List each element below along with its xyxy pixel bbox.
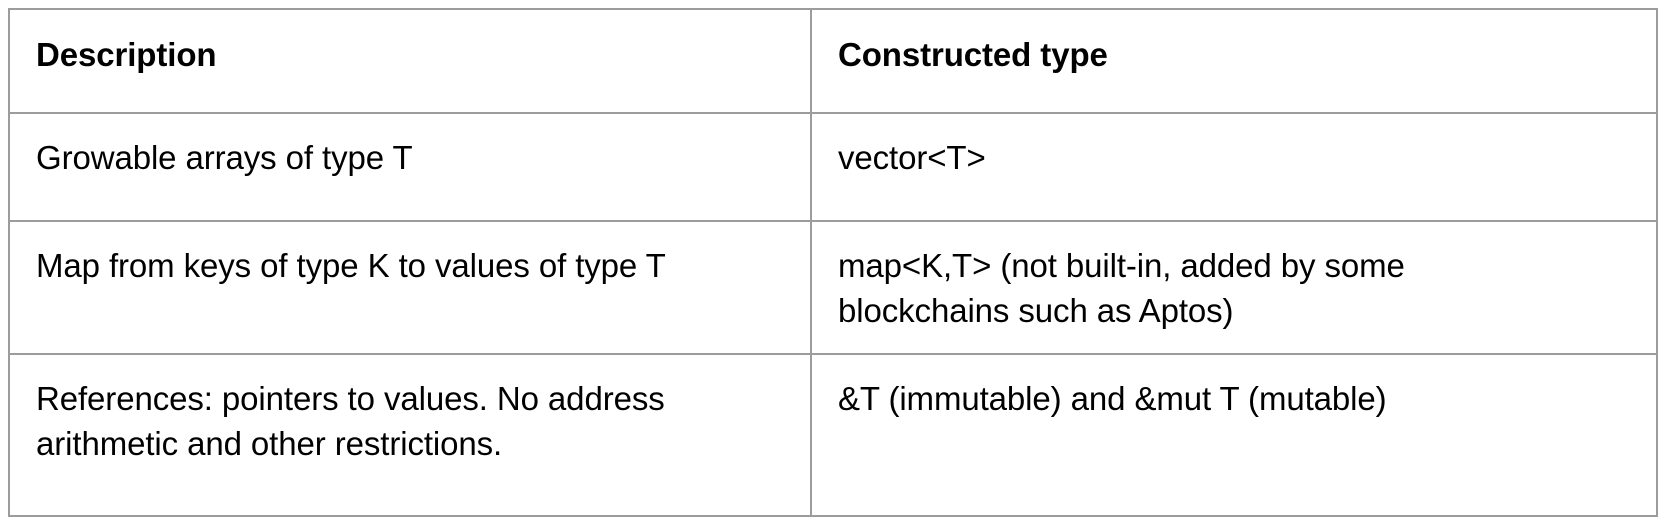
table-row: Map from keys of type K to values of typ… <box>8 220 1658 355</box>
table-row: References: pointers to values. No addre… <box>8 353 1658 517</box>
description-text-reference: References: pointers to values. No addre… <box>36 380 665 462</box>
table-body: Growable arrays of type T vector<T> Map … <box>8 112 1658 517</box>
constructed-type-text-vector: vector<T> <box>838 139 986 176</box>
column-header-description: Description <box>8 8 812 114</box>
column-header-constructed-type-label: Constructed type <box>838 36 1108 73</box>
column-header-description-label: Description <box>36 36 217 73</box>
description-text-vector: Growable arrays of type T <box>36 139 413 176</box>
cell-constructed-type-reference: &T (immutable) and &mut T (mutable) <box>810 353 1658 517</box>
column-header-constructed-type: Constructed type <box>810 8 1658 114</box>
cell-constructed-type-map: map<K,T> (not built-in, added by some bl… <box>810 220 1658 355</box>
cell-description-map: Map from keys of type K to values of typ… <box>8 220 812 355</box>
move-types-table: Description Constructed type Growable ar… <box>8 8 1658 517</box>
constructed-type-text-reference: &T (immutable) and &mut T (mutable) <box>838 380 1387 417</box>
cell-description-vector: Growable arrays of type T <box>8 112 812 222</box>
cell-constructed-type-vector: vector<T> <box>810 112 1658 222</box>
cell-description-reference: References: pointers to values. No addre… <box>8 353 812 517</box>
constructed-type-text-map: map<K,T> (not built-in, added by some bl… <box>838 247 1405 329</box>
table-row: Growable arrays of type T vector<T> <box>8 112 1658 222</box>
description-text-map: Map from keys of type K to values of typ… <box>36 247 666 284</box>
table-header-row: Description Constructed type <box>8 8 1658 114</box>
table-header: Description Constructed type <box>8 8 1658 114</box>
